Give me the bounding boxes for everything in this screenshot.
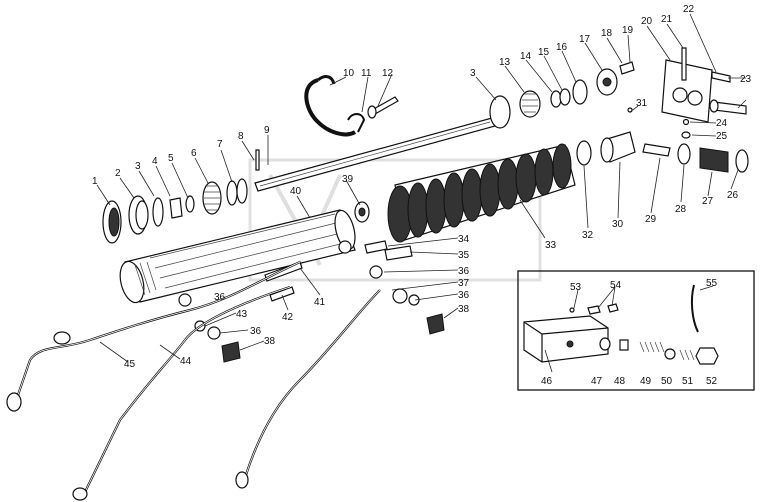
label-49: 49	[640, 376, 652, 387]
label-46: 46	[541, 376, 553, 387]
label-10: 10	[343, 68, 355, 79]
pipes	[6, 260, 381, 501]
label-40: 40	[290, 186, 302, 197]
fittings	[178, 240, 445, 363]
label-38b: 38	[264, 336, 276, 347]
label-3: 3	[135, 161, 141, 172]
right-side-components	[576, 107, 749, 173]
label-29: 29	[645, 214, 657, 225]
label-19: 19	[622, 25, 634, 36]
leader-lines	[96, 13, 747, 373]
label-1: 1	[92, 176, 98, 187]
label-42: 42	[282, 312, 294, 323]
upper-right-components	[489, 47, 747, 129]
label-35: 35	[458, 250, 470, 261]
label-21: 21	[661, 14, 673, 25]
label-36c: 36	[214, 292, 226, 303]
label-9: 9	[264, 125, 270, 136]
label-7: 7	[217, 139, 223, 150]
label-52: 52	[706, 376, 718, 387]
label-17: 17	[579, 34, 591, 45]
label-18: 18	[601, 28, 613, 39]
label-55: 55	[706, 278, 718, 289]
label-44: 44	[180, 356, 192, 367]
label-11: 11	[361, 68, 372, 79]
label-39: 39	[342, 174, 354, 185]
main-cylinder-40	[119, 209, 356, 304]
label-33: 33	[545, 240, 557, 251]
label-48: 48	[614, 376, 626, 387]
label-15: 15	[538, 47, 550, 58]
label-5: 5	[168, 153, 174, 164]
label-8: 8	[238, 131, 244, 142]
label-37: 37	[458, 278, 470, 289]
label-26: 26	[727, 190, 739, 201]
label-24: 24	[716, 118, 728, 129]
inset-box	[517, 270, 755, 391]
label-43: 43	[236, 309, 248, 320]
clamp-10	[304, 75, 366, 137]
label-30: 30	[612, 219, 624, 230]
label-36a: 36	[458, 266, 470, 277]
bolt-12	[367, 96, 399, 119]
label-20: 20	[641, 16, 653, 27]
label-32: 32	[582, 230, 594, 241]
label-53: 53	[570, 282, 582, 293]
label-47: 47	[591, 376, 603, 387]
label-3b: 3	[470, 68, 476, 79]
label-51: 51	[682, 376, 694, 387]
label-50: 50	[661, 376, 673, 387]
label-54: 54	[610, 280, 622, 291]
label-36b: 36	[458, 290, 470, 301]
label-34: 34	[458, 234, 470, 245]
bellows-33	[354, 143, 576, 243]
label-14: 14	[520, 51, 532, 62]
label-13: 13	[499, 57, 511, 68]
label-41: 41	[314, 297, 326, 308]
label-6: 6	[191, 148, 197, 159]
label-27: 27	[702, 196, 714, 207]
label-23: 23	[740, 74, 752, 85]
label-16: 16	[556, 42, 568, 53]
label-12: 12	[382, 68, 394, 79]
label-45: 45	[124, 359, 136, 370]
label-2: 2	[115, 168, 121, 179]
label-4: 4	[152, 156, 158, 167]
label-22: 22	[683, 4, 695, 15]
label-31: 31	[636, 98, 648, 109]
label-36d: 36	[250, 326, 262, 337]
label-28: 28	[675, 204, 687, 215]
left-end-components	[102, 149, 260, 244]
label-38a: 38	[458, 304, 470, 315]
part-labels: 1 2 3 4 5 6 7 8 9 10 11 12 3 13 14 15 16…	[92, 4, 752, 387]
label-25: 25	[716, 131, 728, 142]
